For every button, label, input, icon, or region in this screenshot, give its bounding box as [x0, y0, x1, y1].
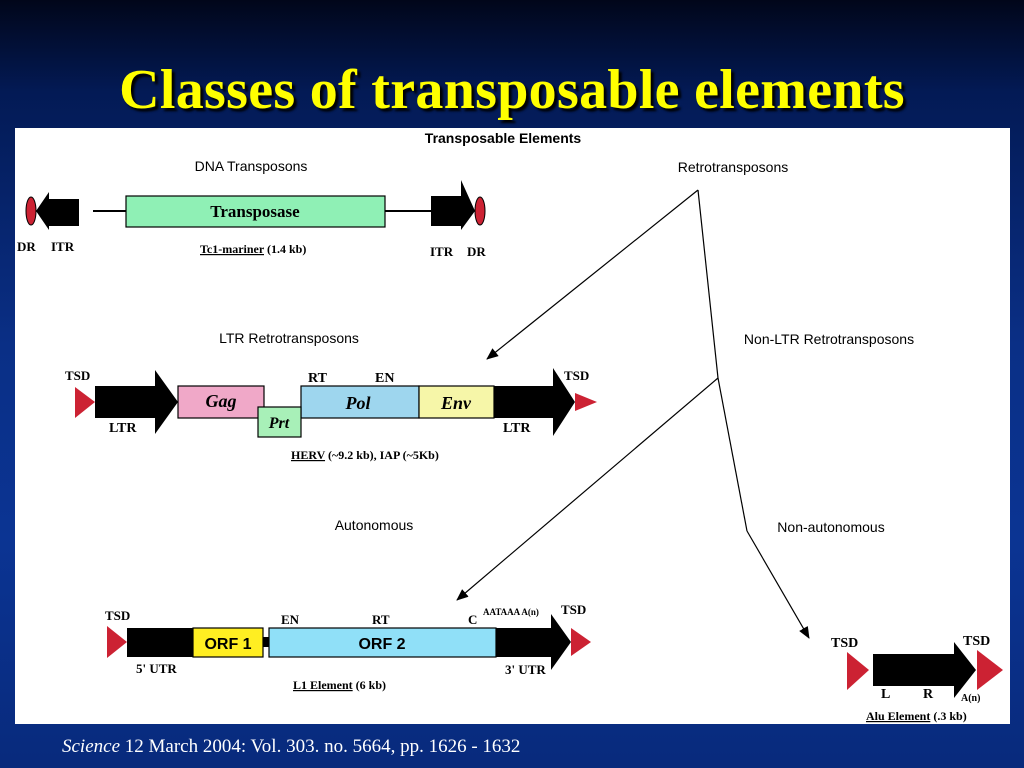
ltr-example-caption: HERV (~9.2 kb), IAP (~5Kb) — [291, 448, 439, 462]
ltr-right-tsd-label: TSD — [564, 368, 589, 383]
right-itr-arrow — [431, 180, 475, 230]
dna-example-size: (1.4 kb) — [264, 242, 306, 256]
alu-left-tsd-label: TSD — [831, 636, 858, 651]
right-dr-marker — [474, 196, 486, 226]
alu-element: TSD TSD L R A(n) Alu Element (.3 kb) — [831, 634, 1003, 723]
label-retrotransposons: Retrotransposons — [678, 159, 789, 175]
alu-l-label: L — [881, 687, 890, 702]
ltr-example-size: (~9.2 kb), IAP (~5Kb) — [325, 448, 439, 462]
l1-example-size: (6 kb) — [353, 678, 386, 692]
right-itr-label: ITR — [430, 244, 454, 259]
l1-en-label: EN — [281, 612, 300, 627]
pol-label: Pol — [345, 393, 371, 413]
left-itr-arrow — [36, 192, 79, 230]
left-dr-marker — [25, 196, 37, 226]
l1-rt-label: RT — [372, 612, 390, 627]
l1-element: ORF 1 ORF 2 TSD TSD EN RT C AATAAA A(n) … — [105, 602, 591, 692]
branch-autonomous-arrow — [456, 377, 719, 601]
alu-body-arrow — [873, 642, 976, 698]
ltr-en-label: EN — [375, 371, 394, 386]
label-autonomous: Autonomous — [335, 517, 414, 533]
alu-right-tsd-triangle — [977, 650, 1003, 690]
alu-example-caption: Alu Element (.3 kb) — [866, 709, 967, 723]
orf2-box — [268, 627, 497, 658]
l1-polya-label: AATAAA A(n) — [483, 607, 539, 617]
dna-example-caption: Tc1-mariner (1.4 kb) — [200, 242, 306, 256]
l1-5utr-label: 5' UTR — [136, 661, 177, 676]
l1-example-name: L1 Element — [293, 678, 353, 692]
alu-right-tsd-label: TSD — [963, 634, 990, 649]
gag-label: Gag — [206, 391, 237, 411]
slide-title: Classes of transposable elements — [119, 59, 905, 121]
left-dr-label: DR — [17, 239, 36, 254]
env-label: Env — [440, 393, 472, 413]
branch-non-ltr-line — [697, 189, 719, 379]
orf1-box — [192, 627, 264, 658]
orf2-label: ORF 2 — [358, 636, 405, 653]
l1-5utr-box — [127, 628, 193, 657]
transposable-elements-diagram: Transposable Elements DNA Transposons Re… — [17, 130, 1003, 723]
l1-c-label: C — [468, 612, 477, 627]
ltr-example-name: HERV — [291, 448, 326, 462]
ltr-right-label: LTR — [503, 421, 531, 436]
citation-details: 12 March 2004: Vol. 303. no. 5664, pp. 1… — [120, 736, 521, 757]
l1-spacer — [263, 637, 269, 647]
branch-non-autonomous-arrow — [746, 530, 810, 639]
l1-right-tsd-label: TSD — [561, 602, 586, 617]
alu-r-label: R — [923, 687, 934, 702]
diagram-header: Transposable Elements — [425, 130, 582, 146]
l1-right-tsd-triangle — [571, 628, 591, 656]
right-dr-label: DR — [467, 244, 486, 259]
label-non-autonomous: Non-autonomous — [777, 519, 884, 535]
citation-journal: Science — [62, 736, 121, 757]
ltr-left-label: LTR — [109, 421, 137, 436]
prt-box — [257, 406, 302, 438]
l1-left-tsd-label: TSD — [105, 608, 130, 623]
branch-ltr-arrow — [486, 189, 699, 360]
transposase-label: Transposase — [210, 202, 300, 221]
dna-example-name: Tc1-mariner — [200, 242, 265, 256]
ltr-retrotransposon-element: Gag Pol Env Prt TSD TSD LTR LTR RT EN HE… — [65, 368, 597, 462]
dna-transposon-element: Transposase DR ITR ITR DR Tc1-mariner (1… — [17, 180, 486, 259]
l1-3utr-label: 3' UTR — [505, 662, 546, 677]
left-ltr-arrow — [95, 370, 178, 434]
citation: Science 12 March 2004: Vol. 303. no. 566… — [62, 736, 520, 758]
figure-panel: Transposable Elements DNA Transposons Re… — [15, 128, 1010, 724]
alu-example-name: Alu Element — [866, 709, 930, 723]
label-non-ltr-retrotransposons: Non-LTR Retrotransposons — [744, 331, 914, 347]
label-dna-transposons: DNA Transposons — [195, 158, 308, 174]
alu-left-tsd-triangle — [847, 652, 869, 690]
branch-non-autonomous-line — [717, 377, 748, 532]
prt-label: Prt — [268, 415, 290, 432]
left-tsd-triangle — [75, 387, 95, 418]
pol-box — [300, 385, 420, 419]
l1-3utr-arrow — [496, 614, 571, 670]
alu-example-size: (.3 kb) — [930, 709, 966, 723]
left-itr-label: ITR — [51, 239, 75, 254]
l1-left-tsd-triangle — [107, 626, 127, 658]
ltr-rt-label: RT — [308, 371, 328, 386]
alu-an-label: A(n) — [961, 693, 980, 704]
ltr-left-tsd-label: TSD — [65, 368, 90, 383]
transposase-box — [125, 195, 386, 228]
right-ltr-arrow — [494, 368, 575, 436]
label-ltr-retrotransposons: LTR Retrotransposons — [219, 330, 359, 346]
gag-box — [177, 385, 265, 419]
l1-example-caption: L1 Element (6 kb) — [293, 678, 386, 692]
orf1-label: ORF 1 — [204, 636, 251, 653]
right-tsd-triangle — [575, 393, 597, 411]
